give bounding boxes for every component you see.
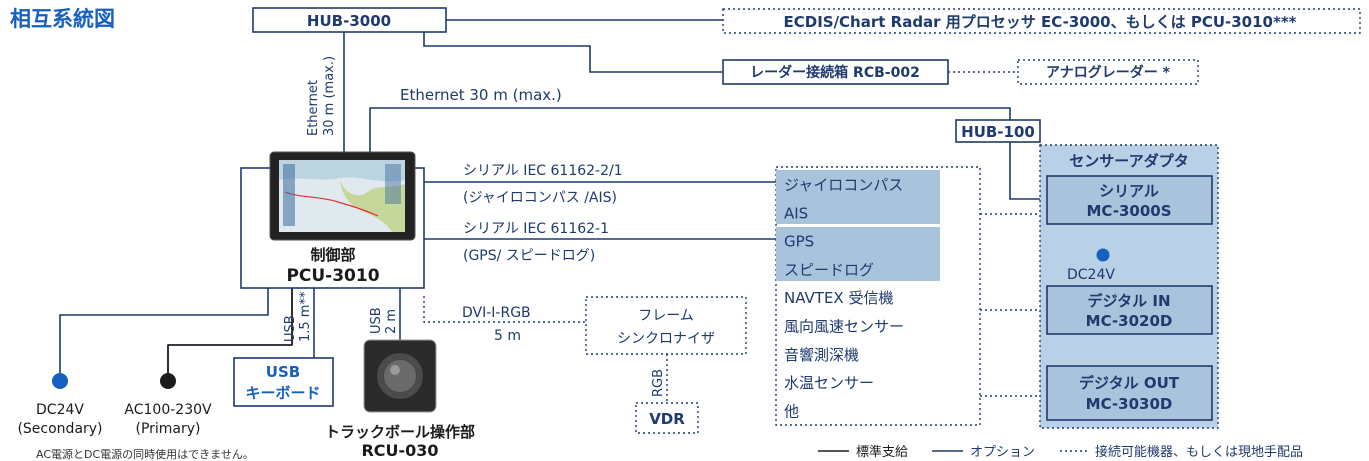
rgb-label: RGB <box>651 369 666 397</box>
serial-link-2-devices: (GPS/ スピードログ) <box>463 248 595 264</box>
serial-sensor-group-1 <box>776 170 940 224</box>
serial-adapter-model: MC-3000S <box>1086 202 1171 220</box>
serial-link-1-devices: (ジャイロコンパス /AIS) <box>463 190 617 206</box>
power-dc-dot <box>52 373 68 389</box>
vdr-label: VDR <box>649 410 685 428</box>
digital-in-model: MC-3020D <box>1086 312 1173 330</box>
sensor-item: 水温センサー <box>784 374 874 392</box>
digital-in-box <box>1046 285 1213 335</box>
usb-trackball-cable-length: 2 m <box>384 309 399 334</box>
hub3000-box <box>252 7 447 33</box>
legend: 標準支給 オプション 接続可能機器、もしくは現地手配品 <box>818 444 1303 460</box>
analog-radar-label: アナログレーダー * <box>1046 64 1171 81</box>
dvi-length: 5 m <box>494 328 521 344</box>
sensor-item: スピードログ <box>784 261 874 279</box>
sensor-item: GPS <box>784 233 814 251</box>
trackball-name: トラックボール操作部 <box>325 423 475 441</box>
dc24v-label: DC24V <box>1067 267 1115 283</box>
page-title: 相互系統図 <box>10 7 115 31</box>
sensor-item: AIS <box>784 204 808 222</box>
hub100-box <box>955 119 1041 143</box>
usb-keyboard-cable-length: 1.5 m** <box>298 291 313 342</box>
analog-radar-box <box>1017 59 1199 85</box>
ecdis-label: ECDIS/Chart Radar 用プロセッサ EC-3000、もしくは PC… <box>783 13 1296 31</box>
usb-keyboard-box <box>233 357 334 407</box>
trackball-model: RCU-030 <box>361 441 438 460</box>
footnote: AC電源とDC電源の同時使用はできません。 <box>36 447 254 461</box>
serial-sensor-group-2 <box>776 227 940 281</box>
usb-keyboard-label-2: キーボード <box>245 384 320 402</box>
power-dc-role: (Secondary) <box>17 421 102 437</box>
trackball-icon <box>363 339 437 413</box>
serial-link-2-title: シリアル IEC 61162-1 <box>463 221 609 237</box>
frame-sync-box <box>585 296 747 355</box>
dvi-label: DVI-I-RGB <box>462 305 531 321</box>
sensor-item: 音響測深機 <box>784 346 859 364</box>
power-ac-role: (Primary) <box>135 421 200 437</box>
serial-adapter-label: シリアル <box>1099 182 1159 200</box>
usb-keyboard-cable-type: USB <box>283 315 298 342</box>
sensor-item: 風向風速センサー <box>784 318 904 336</box>
usb-keyboard-label-1: USB <box>266 363 300 381</box>
pcu-name: 制御部 <box>310 246 355 264</box>
digital-out-box <box>1046 365 1213 421</box>
legend-option-label: オプション <box>970 445 1035 460</box>
frame-sync-label-2: シンクロナイザ <box>617 331 715 347</box>
hub100-label: HUB-100 <box>961 123 1035 141</box>
digital-out-label: デジタル OUT <box>1079 374 1180 392</box>
sensor-items: ジャイロコンパス AIS GPS スピードログ NAVTEX 受信機風向風速センサー音響… <box>784 176 904 420</box>
ethernet-vertical-label-2: 30 m (max.) <box>322 56 337 136</box>
dotted-lines <box>423 71 1047 403</box>
ecdis-box <box>722 8 1361 34</box>
ethernet-vertical-label-1: Ethernet <box>306 80 321 136</box>
pcu-model: PCU-3010 <box>286 266 379 286</box>
vdr-box <box>635 402 699 434</box>
sensor-item: NAVTEX 受信機 <box>784 289 893 307</box>
hub100-serial-line <box>1009 140 1047 200</box>
power-ac-label: AC100-230V <box>124 402 212 418</box>
legend-local-label: 接続可能機器、もしくは現地手配品 <box>1095 444 1303 460</box>
frame-sync-label-1: フレーム <box>638 308 694 324</box>
sensor-item: 他 <box>784 402 799 420</box>
serial-link-1-title: シリアル IEC 61162-2/1 <box>463 163 623 179</box>
sensor-item: ジャイロコンパス <box>784 176 903 194</box>
digital-in-label: デジタル IN <box>1087 292 1170 310</box>
digital-out-model: MC-3030D <box>1086 395 1173 413</box>
ethernet-hub100-line <box>369 107 1011 168</box>
power-dc-label: DC24V <box>36 402 84 418</box>
dvi-line <box>423 296 586 323</box>
legend-standard-label: 標準支給 <box>856 444 908 460</box>
hub3000-rcb-line <box>423 32 723 73</box>
rcb-box <box>722 59 949 85</box>
power-dc-line <box>59 288 269 375</box>
power-ac-dot <box>160 373 176 389</box>
ethernet-horizontal-label: Ethernet 30 m (max.) <box>400 86 562 104</box>
monitor-icon <box>269 151 416 241</box>
serial-mc3000s-box <box>1046 175 1213 225</box>
dc24v-dot <box>1096 248 1110 262</box>
hub3000-label: HUB-3000 <box>307 12 391 30</box>
rcb-label: レーダー接続箱 RCB-002 <box>750 64 920 81</box>
sensor-adapter-title: センサーアダプタ <box>1069 152 1188 170</box>
usb-trackball-cable-type: USB <box>369 307 384 334</box>
